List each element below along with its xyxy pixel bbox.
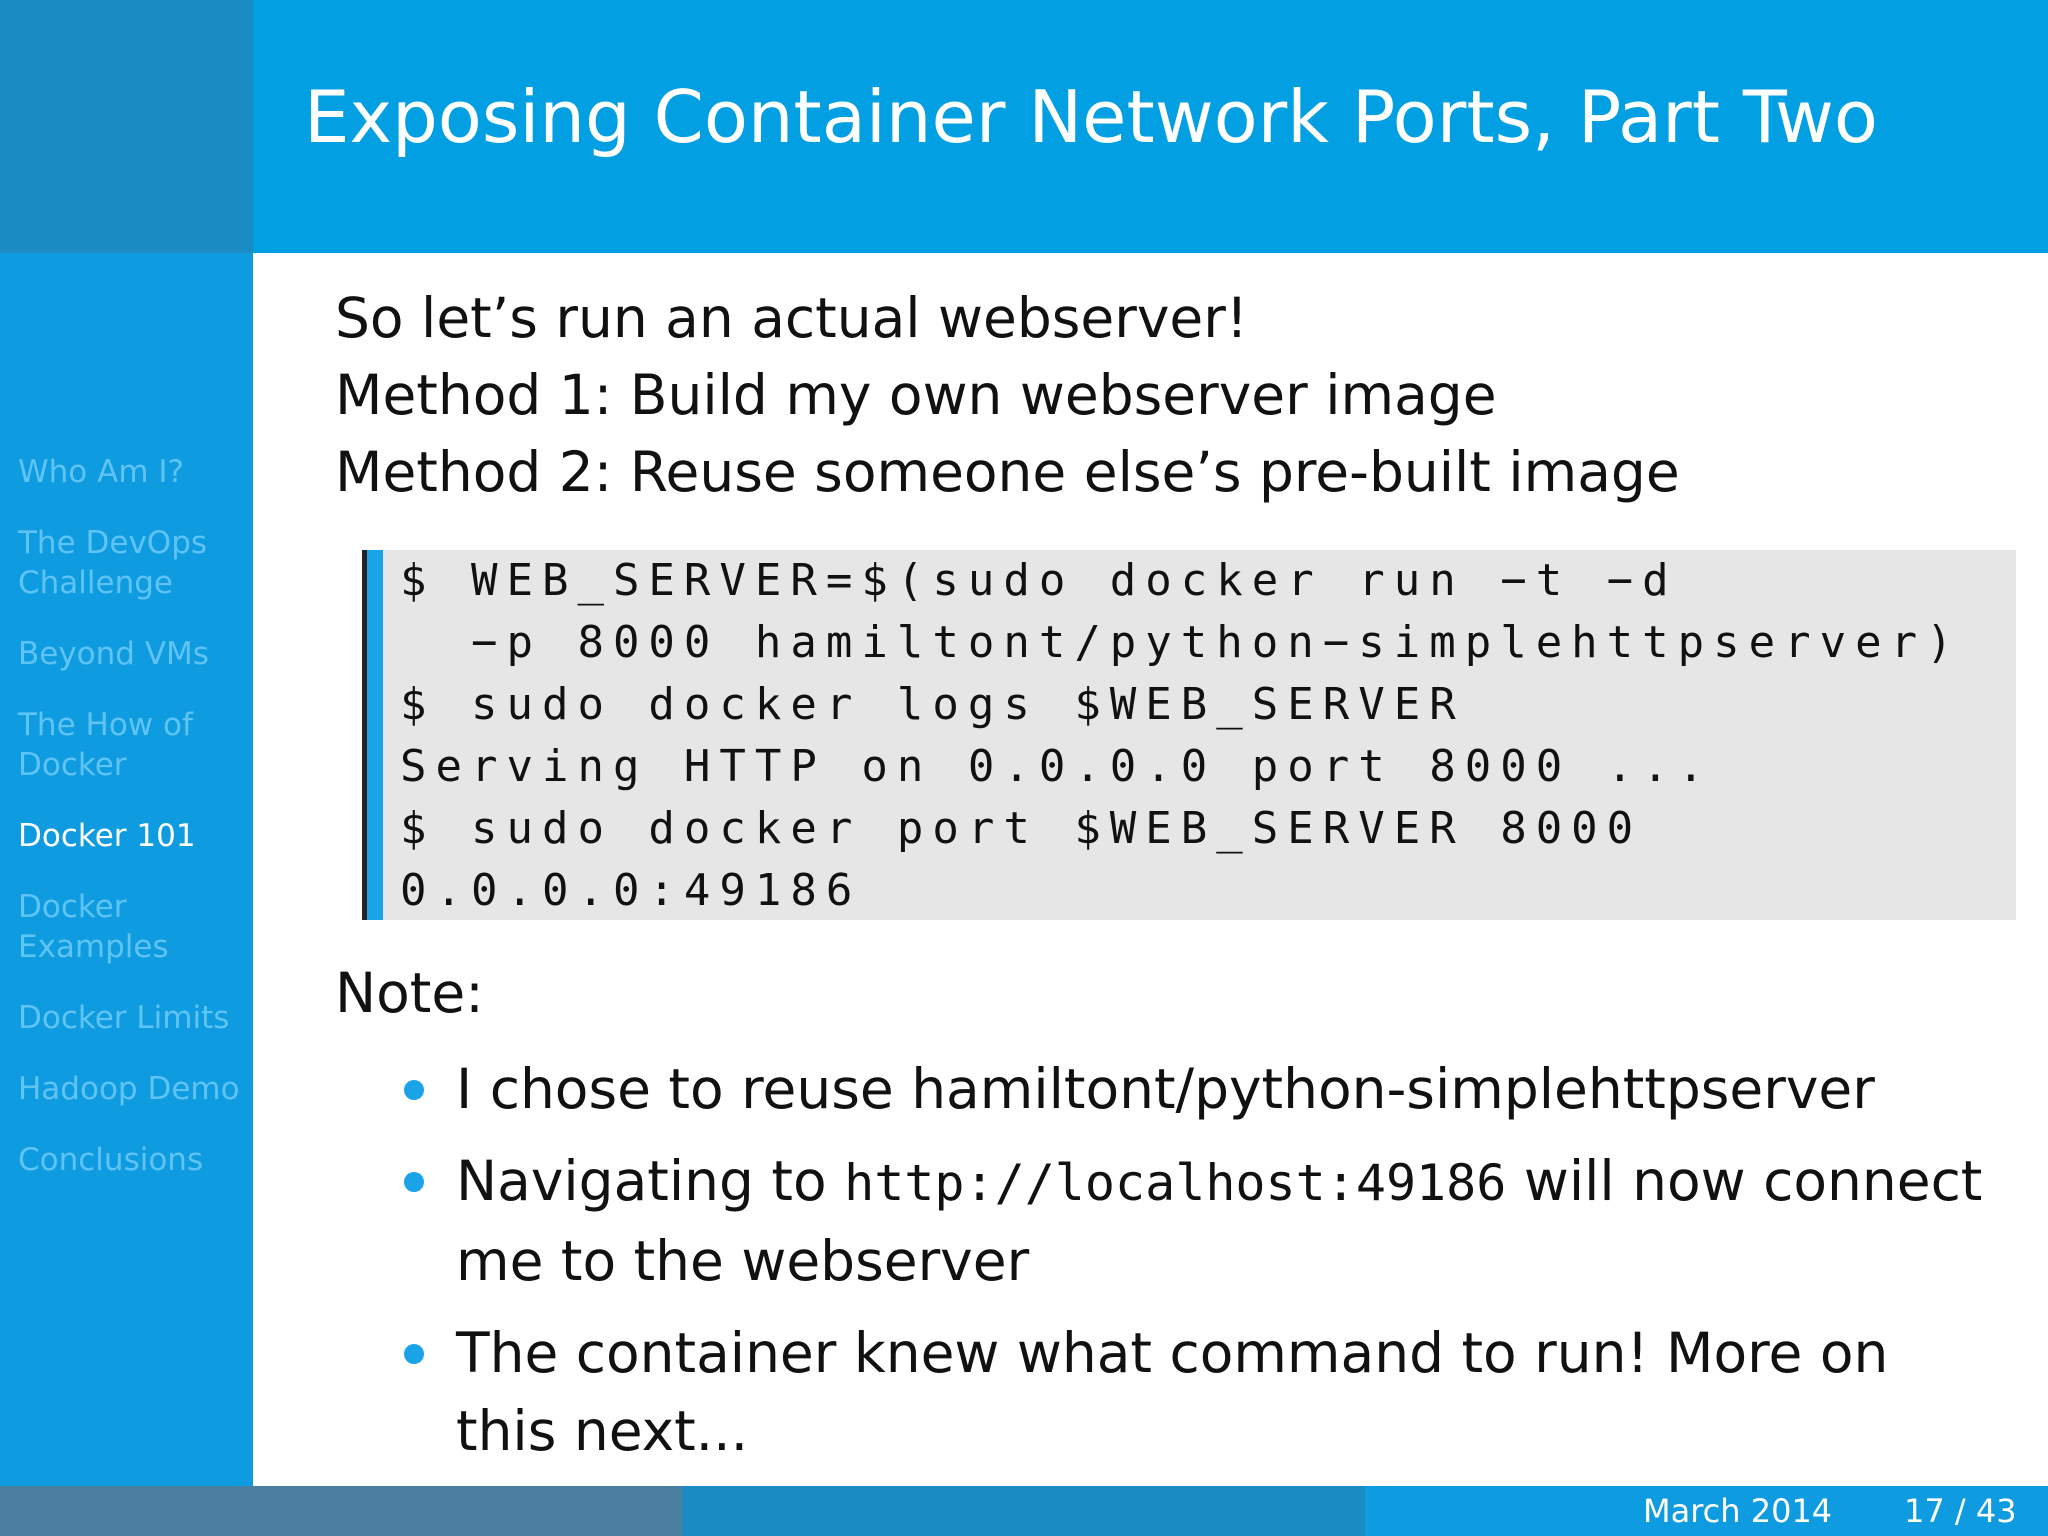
code-line: 0.0.0.0:49186 (400, 865, 862, 916)
bullet-text-pre: Navigating to (456, 1149, 845, 1213)
footer-date: March 2014 (1643, 1492, 1833, 1530)
sidebar: Who Am I? The DevOps Challenge Beyond VM… (0, 0, 253, 1486)
bullet-text: The container knew what command to run! … (456, 1321, 1889, 1463)
code-block-accent-bar (367, 550, 383, 920)
sidebar-top-block (0, 0, 253, 253)
footer-segment-middle (682, 1486, 1365, 1536)
nav-item-who-am-i[interactable]: Who Am I? (18, 454, 184, 490)
nav-item-docker-101[interactable]: Docker 101 (18, 818, 196, 854)
nav-item-beyond-vms[interactable]: Beyond VMs (18, 636, 209, 672)
slide-header (253, 0, 2048, 253)
intro-line: So let’s run an actual webserver! (335, 286, 1248, 350)
slide-footer: March 2014 17 / 43 (0, 1486, 2048, 1536)
localhost-url: http://localhost:49186 (844, 1154, 1507, 1212)
code-line: $ WEB_SERVER=$(sudo docker run −t −d (400, 555, 1678, 606)
code-line: $ sudo docker port $WEB_SERVER 8000 (400, 803, 1643, 854)
nav-item-how-of-docker[interactable]: The How of Docker (18, 707, 193, 783)
code-line: Serving HTTP on 0.0.0.0 port 8000 ... (400, 741, 1714, 792)
code-line: $ sudo docker logs $WEB_SERVER (400, 679, 1465, 730)
footer-segment-right (1365, 1486, 2048, 1536)
bullet-text-post: will now connect me to the webserver (456, 1149, 1983, 1293)
note-label: Note: (335, 961, 484, 1025)
code-block-edge (362, 550, 367, 920)
nav-item-devops-challenge[interactable]: The DevOps Challenge (18, 525, 208, 601)
nav-item-docker-examples[interactable]: Docker Examples (18, 889, 169, 965)
footer-segment-left (0, 1486, 682, 1536)
nav-item-hadoop-demo[interactable]: Hadoop Demo (18, 1071, 240, 1107)
intro-line: Method 1: Build my own webserver image (335, 363, 1497, 427)
page-counter: 17 / 43 (1904, 1492, 2017, 1530)
slide-intro: So let’s run an actual webserver! Method… (335, 280, 2015, 511)
code-line: −p 8000 hamiltont/python−simplehttpserve… (400, 617, 1962, 668)
bullet-text: I chose to reuse hamiltont/python-simple… (456, 1057, 1875, 1121)
code-block: $ WEB_SERVER=$(sudo docker run −t −d −p … (362, 550, 2016, 920)
slide-title: Exposing Container Network Ports, Part T… (304, 75, 1878, 159)
bullet-item: The container knew what command to run! … (396, 1314, 1996, 1470)
bullet-item: I chose to reuse hamiltont/python-simple… (396, 1050, 1996, 1128)
intro-line: Method 2: Reuse someone else’s pre-built… (335, 440, 1680, 504)
bullet-item: Navigating to http://localhost:49186 wil… (396, 1142, 1996, 1300)
note-bullets: I chose to reuse hamiltont/python-simple… (396, 1050, 1996, 1484)
section-nav: Who Am I? The DevOps Challenge Beyond VM… (18, 452, 250, 1211)
code-lines: $ WEB_SERVER=$(sudo docker run −t −d −p … (400, 550, 1962, 922)
nav-item-docker-limits[interactable]: Docker Limits (18, 1000, 230, 1036)
nav-item-conclusions[interactable]: Conclusions (18, 1142, 204, 1178)
